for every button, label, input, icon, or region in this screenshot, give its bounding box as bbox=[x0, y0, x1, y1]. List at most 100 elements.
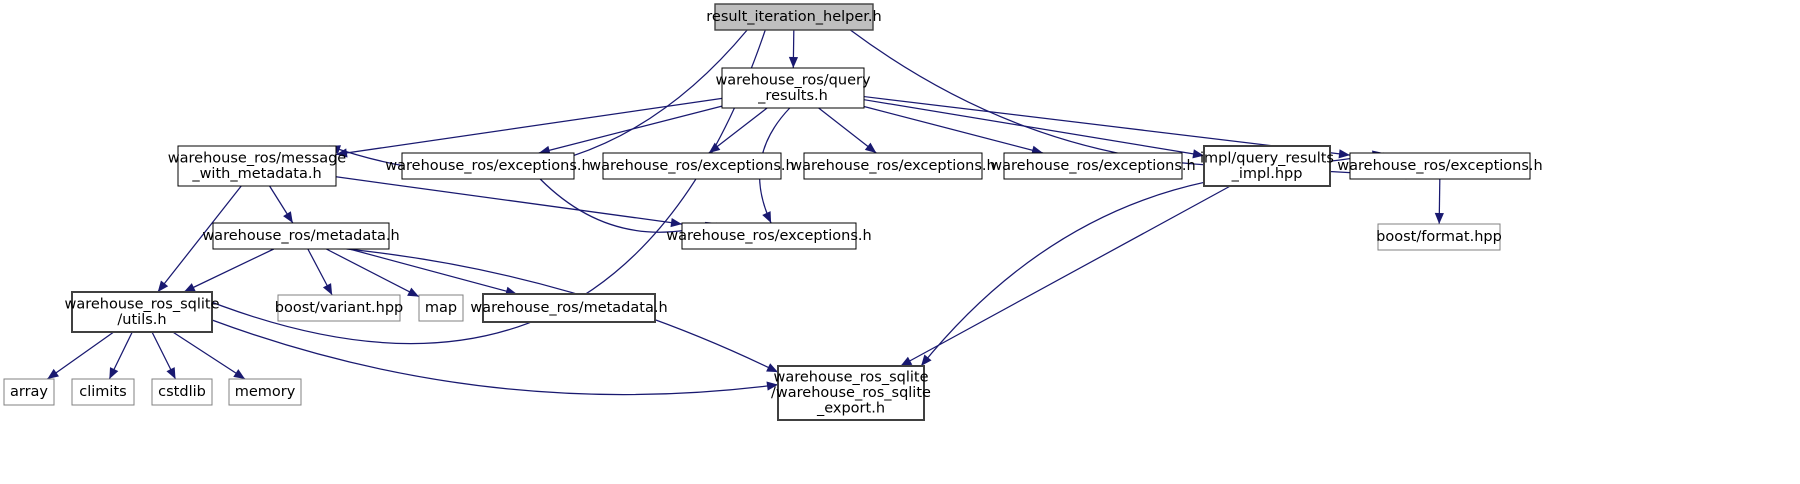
edge-n9-to-n12 bbox=[183, 248, 275, 293]
node-label-line: warehouse_ros/exceptions.h bbox=[385, 158, 590, 174]
graph-node-warehouse-ros-exceptions-h[interactable]: warehouse_ros/exceptions.h bbox=[1337, 152, 1543, 180]
edge-arrowhead bbox=[864, 142, 877, 153]
node-box[interactable] bbox=[71, 378, 135, 406]
node-label-line: _impl.hpp bbox=[1231, 166, 1303, 182]
node-box[interactable] bbox=[177, 145, 337, 187]
graph-node-impl-query-results-impl-hpp[interactable]: impl/query_results_impl.hpp bbox=[1200, 145, 1334, 187]
graph-node-warehouse-ros-query-results-h[interactable]: warehouse_ros/query_results.h bbox=[715, 67, 871, 109]
edge-arrowhead bbox=[1434, 212, 1444, 224]
node-label-line: map bbox=[425, 300, 457, 316]
graph-node-array[interactable]: array bbox=[3, 378, 55, 406]
node-label-line: _results.h bbox=[757, 88, 828, 104]
node-box[interactable] bbox=[1377, 223, 1501, 251]
node-box[interactable] bbox=[714, 3, 874, 31]
node-label-line: warehouse_ros/exceptions.h bbox=[589, 158, 794, 174]
edge-n9-to-n14 bbox=[325, 248, 420, 298]
edge-n1-to-n6 bbox=[863, 105, 1044, 154]
node-box[interactable] bbox=[1349, 152, 1531, 180]
edge-arrowhead bbox=[283, 211, 293, 223]
node-box[interactable] bbox=[212, 222, 390, 250]
graph-node-cstdlib[interactable]: cstdlib bbox=[151, 378, 213, 406]
graph-node-warehouse-ros-exceptions-h[interactable]: warehouse_ros/exceptions.h bbox=[589, 152, 795, 180]
node-layer: result_iteration_helper.h warehouse_ros/q… bbox=[3, 3, 1543, 421]
node-box[interactable] bbox=[228, 378, 302, 406]
edge-arrowhead bbox=[47, 368, 59, 379]
node-label-line: warehouse_ros_sqlite bbox=[64, 296, 219, 312]
graph-node-warehouse-ros-sqlite-utils-h[interactable]: warehouse_ros_sqlite/utils.h bbox=[64, 291, 220, 333]
graph-node-warehouse-ros-metadata-h[interactable]: warehouse_ros/metadata.h bbox=[202, 222, 400, 250]
node-box[interactable] bbox=[721, 67, 865, 109]
edge-arrowhead bbox=[109, 367, 119, 379]
edge-arrowhead bbox=[233, 369, 246, 379]
node-box[interactable] bbox=[602, 152, 782, 180]
edge-arrowhead bbox=[183, 283, 196, 292]
edge-n1-to-n3 bbox=[538, 105, 723, 154]
edge-n0-to-n12 bbox=[185, 29, 766, 345]
node-label-line: _export.h bbox=[816, 401, 885, 417]
node-label-line: warehouse_ros/metadata.h bbox=[470, 300, 667, 316]
edge-arrowhead bbox=[708, 142, 721, 153]
edge-n9-to-n15 bbox=[349, 248, 518, 295]
node-box[interactable] bbox=[401, 152, 575, 180]
node-box[interactable] bbox=[3, 378, 55, 406]
edge-arrowhead bbox=[322, 283, 333, 295]
node-label-line: warehouse_ros/message bbox=[168, 150, 346, 166]
edge-n0-to-n2 bbox=[328, 29, 748, 173]
node-box[interactable] bbox=[1003, 152, 1183, 180]
node-label-line: /utils.h bbox=[117, 312, 166, 328]
edge-n2-to-n12 bbox=[157, 185, 242, 293]
edge-n8-to-n20 bbox=[920, 170, 1407, 367]
graph-node-warehouse-ros-metadata-h[interactable]: warehouse_ros/metadata.h bbox=[470, 293, 668, 323]
graph-node-map[interactable]: map bbox=[418, 294, 464, 322]
node-label-line: warehouse_ros/metadata.h bbox=[202, 228, 399, 244]
edge-arrowhead bbox=[166, 367, 176, 379]
edge-arrowhead bbox=[766, 381, 778, 391]
graph-node-warehouse-ros-message-with-metadata-h[interactable]: warehouse_ros/message_with_metadata.h bbox=[168, 145, 346, 187]
node-label-line: /warehouse_ros_sqlite bbox=[771, 385, 931, 401]
node-box[interactable] bbox=[1203, 145, 1331, 187]
edge-arrowhead bbox=[1338, 149, 1350, 159]
edge-n1-to-n4 bbox=[708, 107, 768, 154]
graph-node-boost-format-hpp[interactable]: boost/format.hpp bbox=[1376, 223, 1502, 251]
graph-node-warehouse-ros-exceptions-h[interactable]: warehouse_ros/exceptions.h bbox=[990, 152, 1196, 180]
edge-n1-to-n2 bbox=[335, 97, 723, 156]
node-label-line: warehouse_ros/exceptions.h bbox=[990, 158, 1195, 174]
edge-arrowhead bbox=[1031, 145, 1043, 155]
node-label-line: memory bbox=[235, 384, 296, 400]
edge-arrowhead bbox=[336, 148, 348, 158]
edge-arrowhead bbox=[670, 218, 682, 228]
edge-n12-to-n16 bbox=[47, 331, 115, 380]
edge-arrowhead bbox=[900, 356, 913, 366]
graph-node-result-iteration-helper-h[interactable]: result_iteration_helper.h bbox=[706, 3, 882, 31]
node-box[interactable] bbox=[803, 152, 983, 180]
node-label-line: cstdlib bbox=[158, 384, 206, 400]
node-box[interactable] bbox=[418, 294, 464, 322]
node-box[interactable] bbox=[71, 291, 213, 333]
node-box[interactable] bbox=[681, 222, 857, 250]
node-label-line: warehouse_ros_sqlite bbox=[773, 370, 928, 386]
graph-node-memory[interactable]: memory bbox=[228, 378, 302, 406]
edge-arrowhead bbox=[762, 211, 772, 223]
edge-n1-to-n7 bbox=[863, 99, 1205, 157]
edge-arrowhead bbox=[766, 363, 778, 373]
node-box[interactable] bbox=[482, 293, 656, 323]
node-label-line: result_iteration_helper.h bbox=[706, 9, 881, 25]
node-box[interactable] bbox=[277, 294, 401, 322]
graph-node-warehouse-ros-sqlite-warehouse-ros-sqlite[interactable]: warehouse_ros_sqlite/warehouse_ros_sqlit… bbox=[771, 365, 931, 421]
edge-n2-to-n10 bbox=[335, 176, 683, 225]
graph-node-climits[interactable]: climits bbox=[71, 378, 135, 406]
edge-arrowhead bbox=[921, 354, 932, 366]
edge-n7-to-n20 bbox=[900, 185, 1231, 367]
graph-node-warehouse-ros-exceptions-h[interactable]: warehouse_ros/exceptions.h bbox=[666, 222, 872, 250]
graph-node-boost-variant-hpp[interactable]: boost/variant.hpp bbox=[275, 294, 404, 322]
edge-arrowhead bbox=[788, 56, 799, 68]
node-box[interactable] bbox=[151, 378, 213, 406]
node-label-line: warehouse_ros/exceptions.h bbox=[790, 158, 995, 174]
edge-arrowhead bbox=[407, 287, 419, 297]
node-label-line: boost/format.hpp bbox=[1376, 229, 1502, 245]
node-label-line: boost/variant.hpp bbox=[275, 300, 404, 316]
graph-node-warehouse-ros-exceptions-h[interactable]: warehouse_ros/exceptions.h bbox=[790, 152, 996, 180]
node-box[interactable] bbox=[777, 365, 925, 421]
graph-node-warehouse-ros-exceptions-h[interactable]: warehouse_ros/exceptions.h bbox=[385, 152, 591, 180]
